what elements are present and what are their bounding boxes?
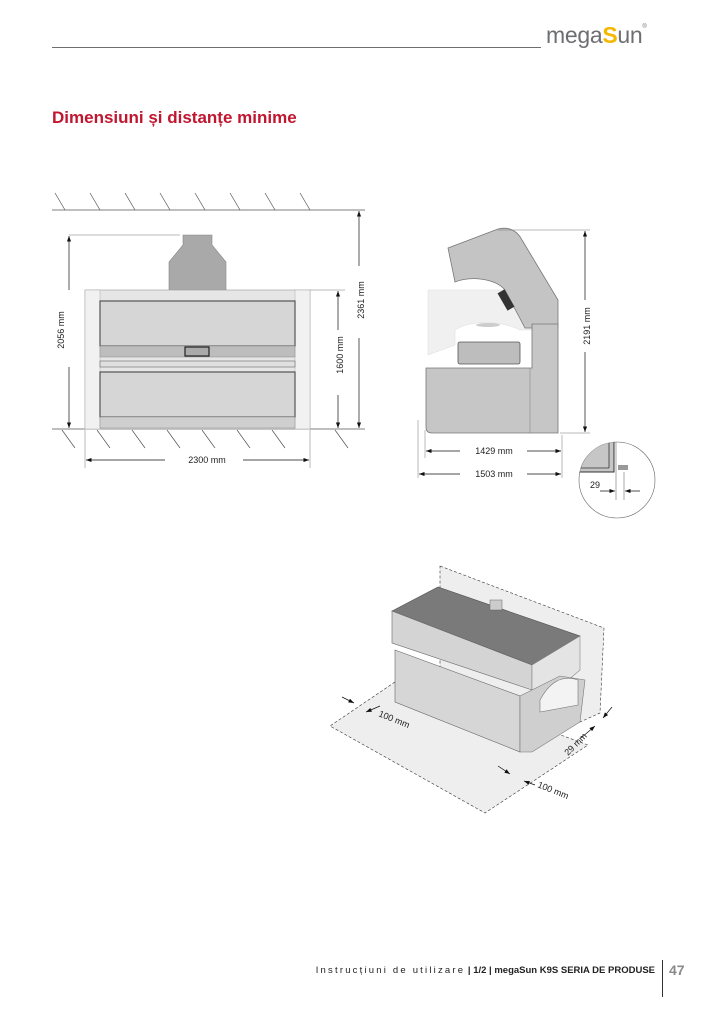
- dim-2191: 2191 mm: [582, 307, 592, 345]
- pillow: [457, 341, 521, 365]
- dim-1503: 1503 mm: [475, 469, 513, 479]
- dim-2361: 2361 mm: [356, 281, 366, 319]
- front-view-drawing: 2056 mm 1600 mm 2361 mm 2300 mm: [52, 192, 366, 468]
- megasun-logo: megaSun®: [546, 22, 647, 48]
- floor-hatch: [61, 429, 349, 449]
- page-number: 47: [669, 962, 685, 978]
- iso-view-drawing: 100 mm 29 mm 100 mm: [329, 565, 613, 814]
- footer-product: megaSun K9S SERIA DE PRODUSE: [494, 965, 655, 976]
- footer-doc-title: Instrucțiuni de utilizare: [315, 965, 466, 976]
- ceiling-hatch: [54, 192, 311, 211]
- footer-divider: [662, 960, 663, 997]
- footer-part: | 1/2 |: [467, 965, 492, 976]
- ventilation-chimney: [168, 234, 227, 294]
- dim-2300: 2300 mm: [188, 455, 226, 465]
- dim-29-detail: 29: [590, 480, 600, 490]
- side-view-drawing: 2191 mm 1429 mm 1503 mm 29: [417, 227, 656, 519]
- header-rule: [52, 47, 541, 48]
- control-panel: [184, 346, 210, 357]
- page-title: Dimensiuni și distanțe minime: [52, 108, 297, 127]
- dim-2056: 2056 mm: [56, 311, 66, 349]
- dim-100-front: 100 mm: [536, 780, 570, 801]
- footer-text: Instrucțiuni de utilizare | 1/2 | megaSu…: [316, 965, 655, 976]
- dim-1600: 1600 mm: [335, 336, 345, 374]
- detail-circle: 29: [578, 441, 656, 519]
- dim-1429: 1429 mm: [475, 446, 513, 456]
- bench-side: [425, 323, 559, 434]
